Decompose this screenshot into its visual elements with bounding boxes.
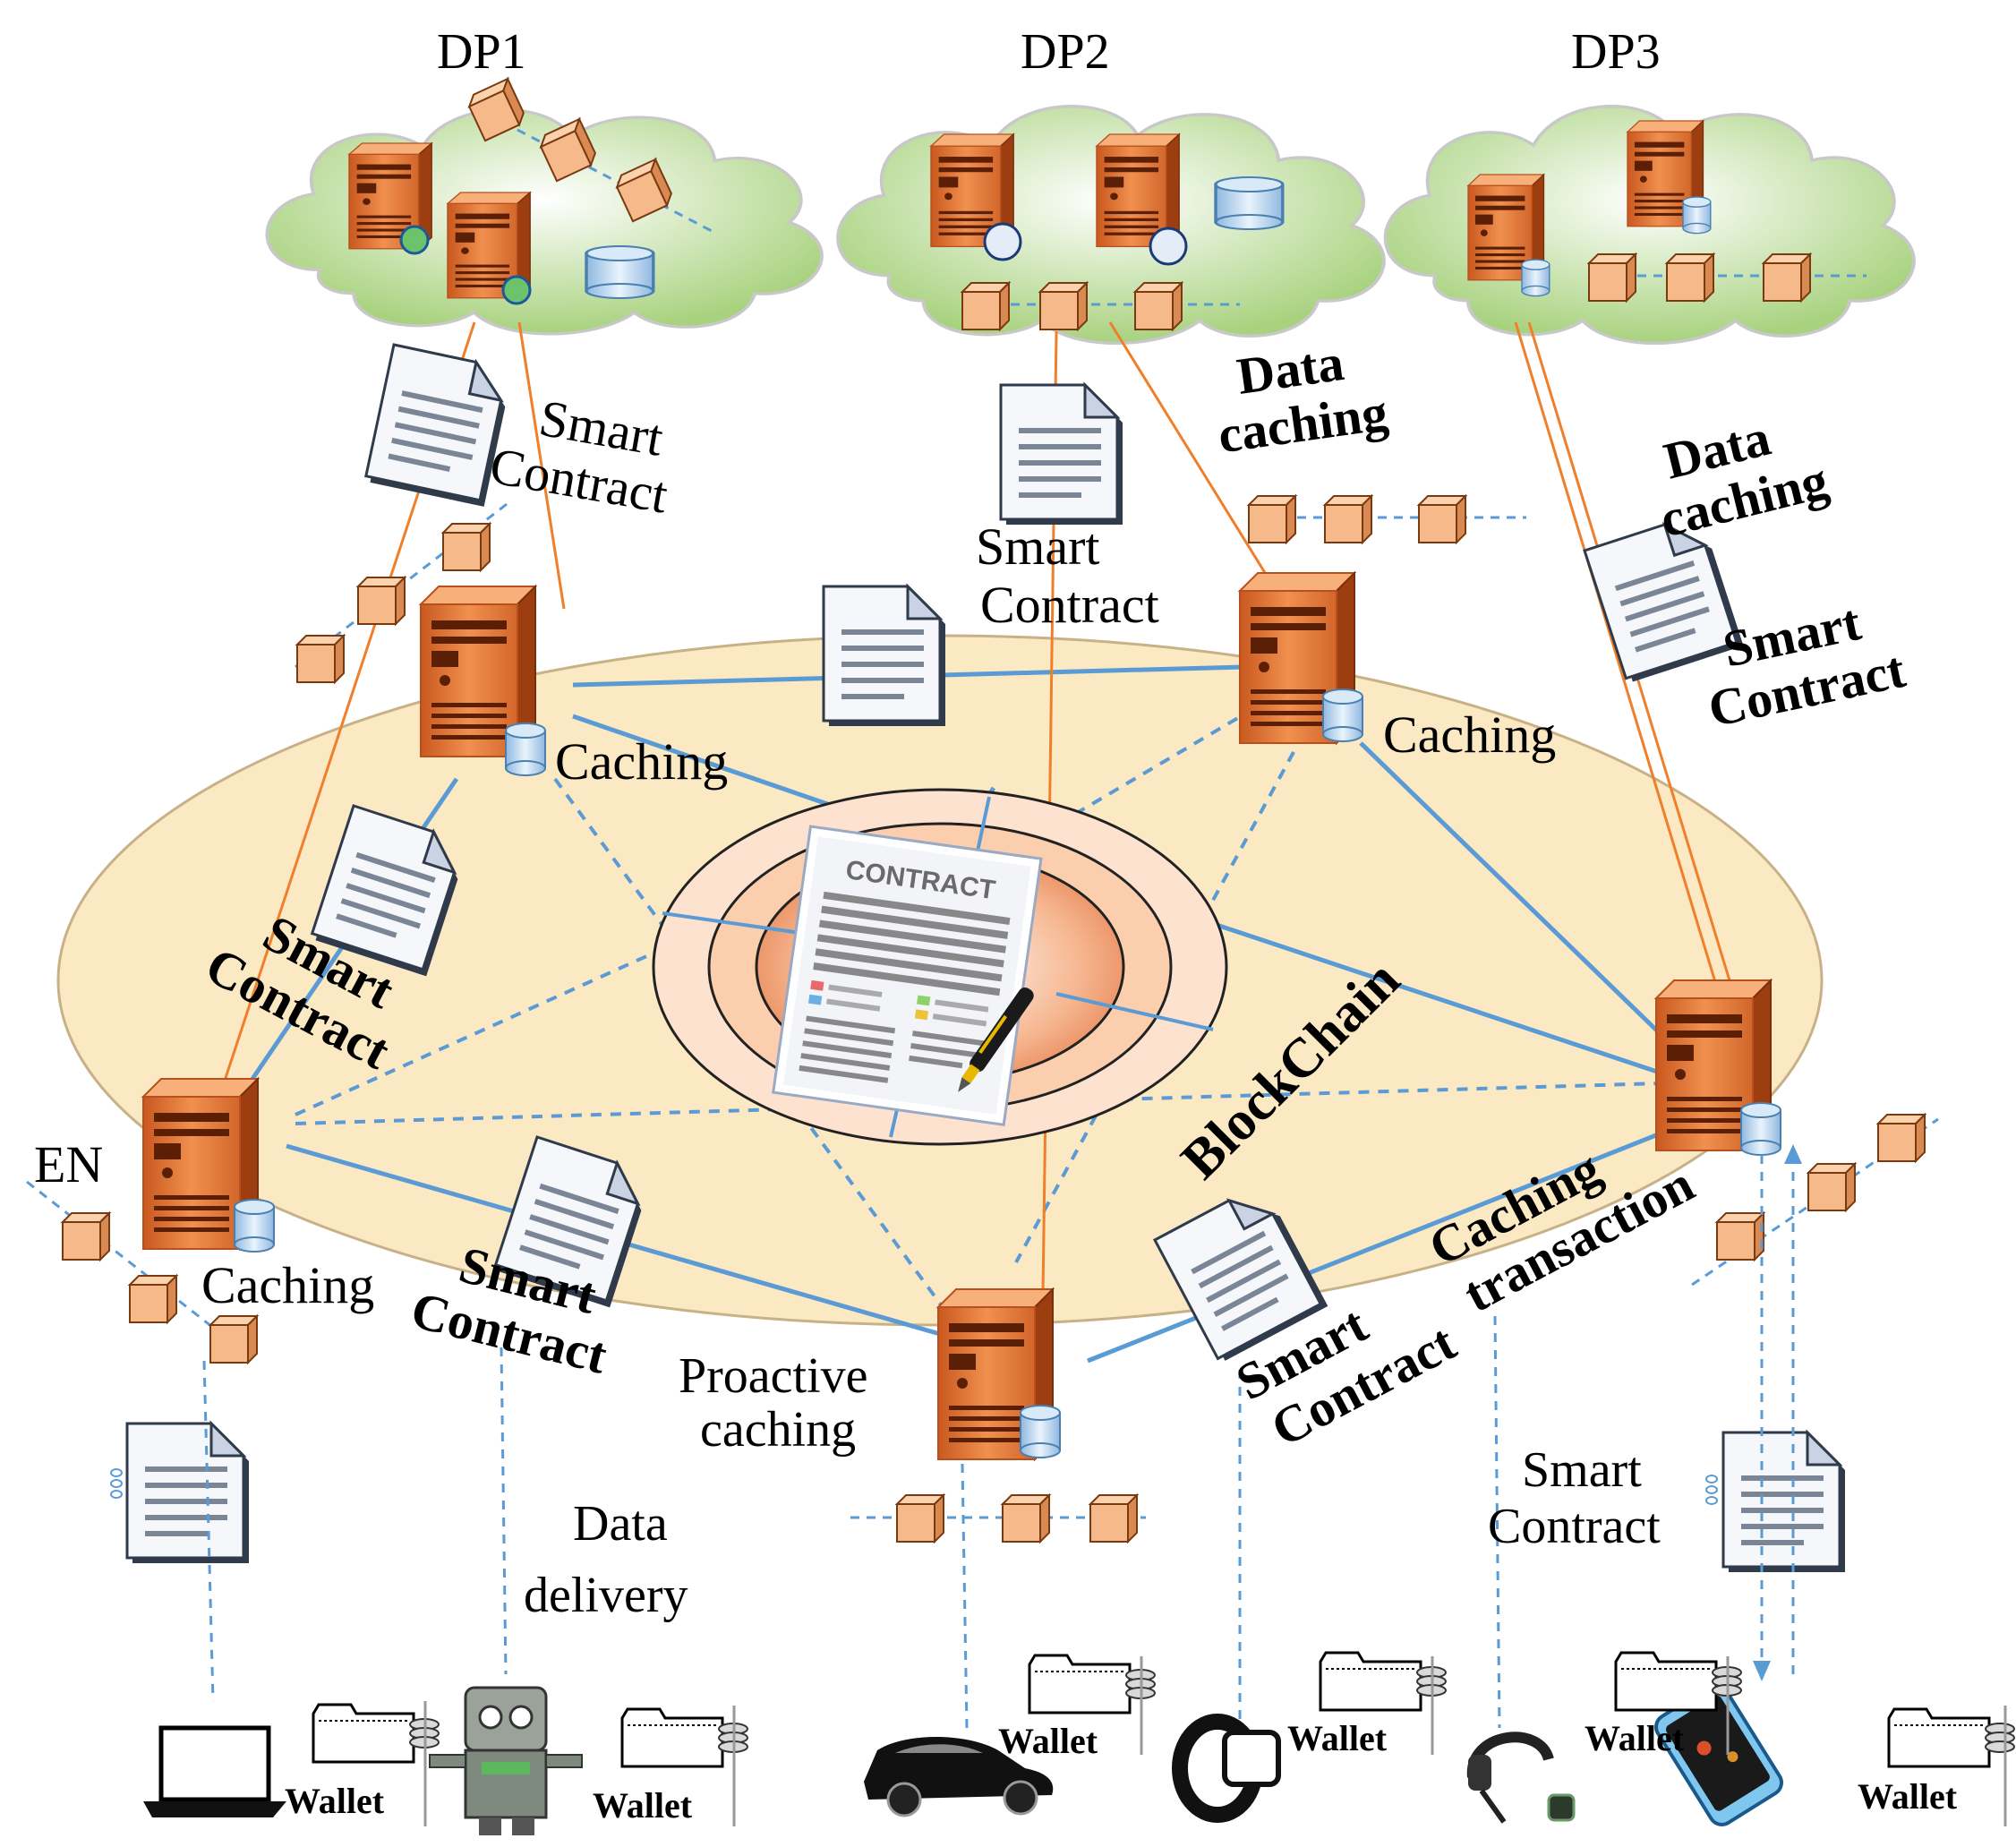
- wallet-label-laptop: Wallet: [285, 1781, 385, 1821]
- dp1-servers: [348, 78, 713, 305]
- headset-icon: [1466, 1732, 1576, 1824]
- car-icon: [864, 1737, 1054, 1817]
- smart-contract-label-dp1: Smart Contract: [486, 389, 672, 525]
- svg-text:Proactive: Proactive: [679, 1348, 867, 1404]
- dp3-servers: [1467, 120, 1867, 302]
- svg-text:caching: caching: [700, 1402, 856, 1458]
- svg-text:Smart: Smart: [976, 517, 1100, 576]
- contract-document: CONTRACT: [772, 825, 1043, 1127]
- en-server-top-left: [420, 586, 546, 776]
- smart-contract-label-dp2: Smart Contract: [976, 517, 1159, 634]
- dp2-label: DP2: [1021, 24, 1110, 80]
- robot-icon: [429, 1686, 583, 1835]
- svg-text:delivery: delivery: [524, 1568, 688, 1623]
- data-caching-label-dp3: Data caching: [1654, 408, 1833, 549]
- caching-label-top-left: Caching: [555, 732, 728, 791]
- down-arrow: [1753, 1661, 1771, 1681]
- data-delivery-label: Data delivery: [524, 1496, 688, 1623]
- pen-icon: [958, 988, 1034, 1092]
- svg-text:Contract: Contract: [980, 576, 1159, 634]
- dp1-label: DP1: [437, 24, 526, 80]
- caching-label-left: Caching: [201, 1256, 374, 1314]
- svg-text:Smart: Smart: [1522, 1442, 1642, 1498]
- block-chain-cubes: [26, 495, 1939, 1543]
- up-arrow: [1784, 1144, 1802, 1164]
- laptop-icon: [143, 1725, 286, 1817]
- wallet-separators: [423, 1656, 2007, 1826]
- smartphone-icon: [1654, 1683, 1783, 1826]
- en-server-bottom: [937, 1288, 1061, 1460]
- svg-text:Data: Data: [573, 1496, 668, 1552]
- caching-label-top-right: Caching: [1383, 705, 1556, 764]
- data-caching-label-dp2: Data caching: [1215, 333, 1391, 465]
- en-label: EN: [34, 1135, 103, 1193]
- en-server-top-right: [1239, 572, 1363, 744]
- smart-contract-label-bottom-right: Smart Contract: [1488, 1442, 1661, 1554]
- dp2-servers: [930, 133, 1285, 330]
- wallet-label-phone: Wallet: [1858, 1776, 1958, 1817]
- dp3-label: DP3: [1571, 24, 1661, 80]
- device-links: [202, 1155, 1795, 1729]
- en-server-right: [1655, 979, 1781, 1156]
- en-server-left: [142, 1078, 275, 1253]
- svg-text:Contract: Contract: [1488, 1499, 1661, 1554]
- link-glyphs: [110, 1468, 1718, 1505]
- wallet-label-car: Wallet: [998, 1721, 1098, 1761]
- wallet-label-watch: Wallet: [1287, 1718, 1388, 1758]
- wallet-label-robot: Wallet: [593, 1785, 693, 1826]
- proactive-caching-label: Proactive caching: [679, 1348, 867, 1458]
- smartwatch-icon: [1172, 1714, 1281, 1823]
- wallet-label-headset: Wallet: [1585, 1718, 1685, 1758]
